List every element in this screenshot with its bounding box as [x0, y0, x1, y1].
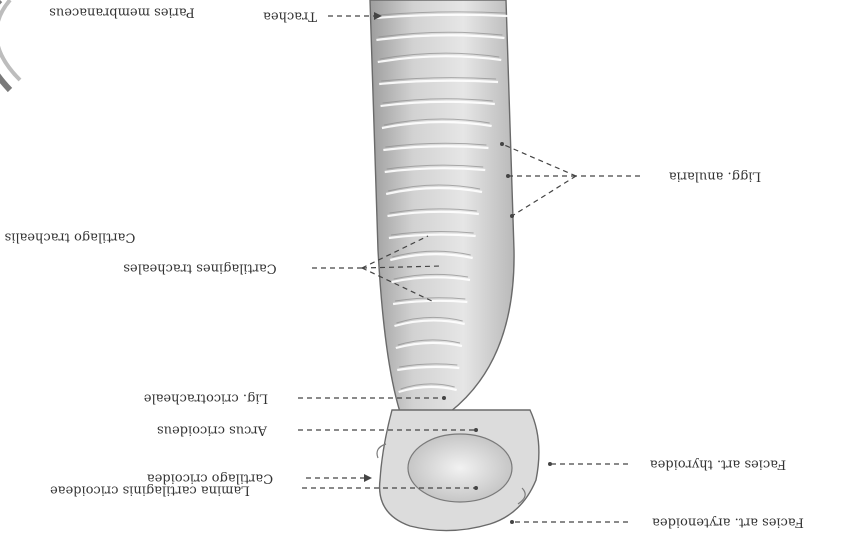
cross-section-ring	[0, 0, 20, 90]
label-paries-membranaceus: Paries membranaceus	[49, 5, 195, 20]
label-trachea: Trachea	[263, 9, 317, 24]
label-lamina-cartilaginis-cricoideae: Lamina cartilaginis cricoideae	[50, 483, 250, 498]
cricoid-lumen	[408, 434, 512, 502]
cricoid-cartilage	[377, 410, 539, 531]
label-lig-cricotracheale: Lig. cricotracheale	[144, 391, 269, 406]
label-ligg-anularia: Ligg. anularia	[669, 169, 761, 184]
label-facies-art-thyroidea: Facies art. thyroidea	[650, 457, 786, 472]
label-arcus-cricoideus: Arcus cricoideus	[157, 423, 268, 438]
label-facies-art-arytenoidea: Facies art. arytenoidea	[652, 515, 804, 530]
trachea-tube	[370, 0, 514, 412]
label-cartilago-trachealis: Cartilago trachealis	[5, 230, 136, 245]
label-cartilagines-tracheales: Cartilagines tracheales	[123, 261, 276, 276]
